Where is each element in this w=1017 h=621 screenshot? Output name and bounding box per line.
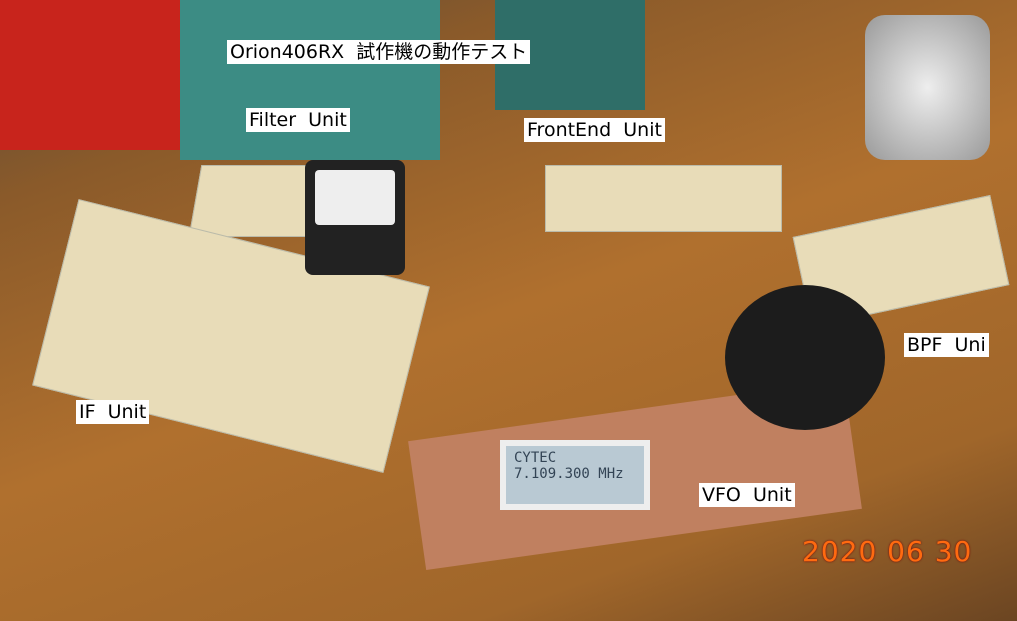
if-unit-label: IF Unit xyxy=(76,400,150,424)
solder-spool xyxy=(865,15,990,160)
date-stamp: 2020 06 30 xyxy=(802,535,973,568)
s-meter-face xyxy=(315,170,395,225)
teal-box xyxy=(180,0,440,160)
title-label: Orion406RX 試作機の動作テスト xyxy=(227,40,531,64)
tuning-knob xyxy=(725,285,885,430)
lcd-line1: CYTEC xyxy=(514,450,557,466)
bpf-unit-label: BPF Uni xyxy=(904,333,989,357)
s-meter xyxy=(305,160,405,275)
vfo-unit-label: VFO Unit xyxy=(699,483,795,507)
lcd-line2: 7.109.300 MHz xyxy=(514,466,624,482)
frontend-unit-board xyxy=(545,165,782,232)
red-bin xyxy=(0,0,210,150)
frontend-unit-label: FrontEnd Unit xyxy=(524,118,665,142)
filter-unit-label: Filter Unit xyxy=(246,108,350,132)
